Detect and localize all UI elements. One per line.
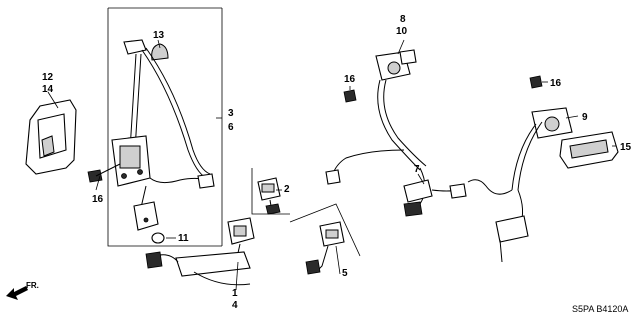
bolt-16-right bbox=[529, 75, 543, 89]
bolt-16-middle bbox=[343, 89, 357, 103]
callout-5: 5 bbox=[342, 268, 348, 279]
front-label: FR. bbox=[26, 281, 39, 290]
callout-14: 14 bbox=[42, 84, 54, 95]
callout-16-right: 16 bbox=[550, 78, 562, 89]
front-direction-indicator: FR. bbox=[6, 281, 39, 300]
callout-6: 6 bbox=[228, 122, 234, 133]
callout-numbers: 13 12 14 3 6 16 2 11 1 4 5 8 10 16 7 16 … bbox=[42, 14, 632, 311]
diagram-code: S5PA B4120A bbox=[572, 304, 628, 314]
callout-10: 10 bbox=[396, 26, 408, 37]
callout-2: 2 bbox=[284, 184, 290, 195]
side-cover-trim bbox=[25, 99, 77, 175]
callout-12: 12 bbox=[42, 72, 54, 83]
front-seat-belt-assembly bbox=[111, 39, 215, 244]
leader-lines bbox=[95, 39, 616, 291]
small-buckle-box bbox=[251, 168, 290, 215]
front-arrow-icon bbox=[6, 286, 28, 300]
callout-11: 11 bbox=[178, 233, 189, 244]
rear-belt-retractor-8-10 bbox=[325, 49, 467, 217]
callout-15: 15 bbox=[620, 142, 632, 153]
callout-1: 1 bbox=[232, 288, 238, 299]
callout-16-middle: 16 bbox=[344, 74, 356, 85]
callout-7: 7 bbox=[414, 164, 420, 175]
bolt-16-left bbox=[87, 163, 121, 183]
right-rear-retractor-9 bbox=[467, 107, 573, 263]
callout-13: 13 bbox=[153, 30, 165, 41]
rear-buckle-box bbox=[289, 203, 361, 275]
callout-3: 3 bbox=[228, 108, 234, 119]
callout-4: 4 bbox=[232, 300, 238, 311]
assembly-frame-3-6 bbox=[107, 7, 223, 247]
callout-9: 9 bbox=[582, 112, 588, 123]
front-buckle-stalk bbox=[145, 217, 255, 286]
callout-16-left: 16 bbox=[92, 194, 104, 205]
retractor-cover-15 bbox=[559, 131, 619, 169]
callout-8: 8 bbox=[400, 14, 406, 25]
